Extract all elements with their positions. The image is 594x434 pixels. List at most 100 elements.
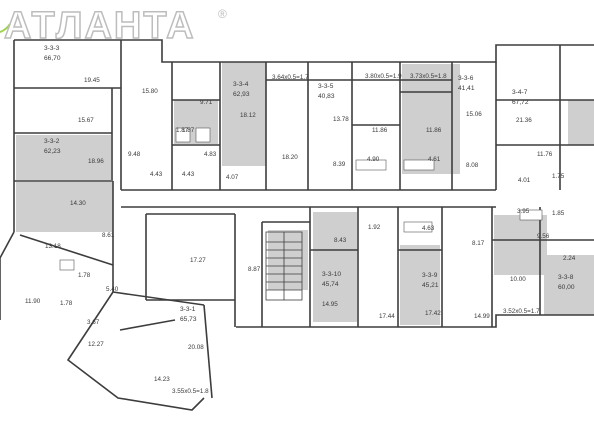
room-area: 1.75 [552, 173, 565, 180]
apartment-area: 66,70 [44, 55, 61, 62]
apartment-fill [222, 62, 266, 166]
room-area: 1.92 [368, 224, 381, 231]
apartment-code: 3-3-6 [458, 75, 474, 82]
room-area: 3.64x0.5=1.7 [272, 74, 309, 81]
room-area: 13.18 [45, 243, 61, 250]
outer-wall [0, 231, 15, 320]
apartment-area: 45,74 [322, 281, 339, 288]
apartment-code: 3-3-4 [233, 81, 249, 88]
bathtub-fixture [355, 159, 387, 171]
room-area: 4.90 [367, 156, 380, 163]
apartment-code: 3-3-8 [558, 274, 574, 281]
apartment-area: 40,83 [318, 93, 335, 100]
room-area: 3.73x0.5=1.8 [410, 73, 447, 80]
room-area: 3.55x0.5=1.8 [172, 388, 209, 395]
room-area: 20.08 [188, 344, 204, 351]
bathtub-fixture [195, 127, 211, 143]
room-area: 1.87 [176, 127, 189, 134]
apartment-area: 41,41 [458, 85, 475, 92]
outer-wall [66, 291, 205, 411]
room-area: 1.87 [182, 127, 195, 134]
apartment-area: 45,21 [422, 282, 439, 289]
room-area: 2.24 [563, 255, 576, 262]
room-area: 9.71 [200, 99, 213, 106]
apartment-fill [494, 215, 547, 275]
room-area: 11.86 [372, 127, 388, 134]
room-area: 11.90 [25, 298, 41, 305]
room-area: 11.86 [426, 127, 442, 134]
apartment-code: 3-4-7 [512, 89, 528, 96]
outer-wall [14, 39, 594, 63]
apartment-fill [16, 182, 113, 232]
outer-wall [236, 314, 594, 328]
apartment-area: 65,73 [180, 316, 197, 323]
apartment-fill [16, 135, 111, 180]
room-area: 17.27 [190, 257, 206, 264]
room-area: 8.87 [248, 266, 261, 273]
room-area: 4.43 [182, 171, 195, 178]
room-area: 10.00 [510, 276, 526, 283]
wall [119, 319, 176, 331]
room-area: 14.95 [322, 301, 338, 308]
apartment-fill [568, 100, 594, 145]
room-area: 18.96 [88, 158, 104, 165]
room-area: 9.56 [537, 233, 550, 240]
apartment-area: 62,23 [44, 148, 61, 155]
bathtub-fixture [403, 221, 433, 233]
stairwell [265, 231, 303, 301]
room-area: 8.61 [102, 232, 115, 239]
apartment-code: 3-3-10 [322, 271, 342, 278]
bathtub-fixture [59, 259, 75, 271]
room-area: 4.07 [226, 174, 239, 181]
apartment-area: 62,93 [233, 91, 250, 98]
room-area: 17.42 [425, 310, 441, 317]
room-area: 1.78 [78, 272, 91, 279]
room-area: 15.80 [142, 88, 158, 95]
apartment-area: 60,00 [558, 284, 575, 291]
room-area: 4.83 [204, 151, 217, 158]
room-area: 15.67 [78, 117, 94, 124]
apartment-code: 3-3-3 [44, 45, 60, 52]
bathtub-fixture [175, 127, 191, 143]
room-area: 15.06 [466, 111, 482, 118]
room-area: 3.52x0.5=1.7 [503, 308, 540, 315]
room-area: 4.61 [428, 156, 441, 163]
wall [19, 234, 114, 266]
room-area: 3.95 [517, 208, 530, 215]
room-area: 19.45 [84, 77, 100, 84]
apartment-fill [402, 64, 460, 174]
room-area: 11.76 [537, 151, 553, 158]
apartment-fill [544, 255, 594, 315]
room-area: 18.12 [240, 112, 256, 119]
room-area: 8.39 [333, 161, 346, 168]
room-area: 3.80x0.5=1.9 [365, 73, 402, 80]
room-area: 4.63 [422, 225, 435, 232]
apartment-fill [313, 212, 357, 322]
bathtub-fixture [403, 159, 435, 171]
apartment-fill [268, 230, 308, 290]
apartment-fill [400, 245, 440, 325]
room-area: 17.44 [379, 313, 395, 320]
room-area: 3.67 [87, 319, 100, 326]
room-area: 14.23 [154, 376, 170, 383]
apartment-code: 3-3-1 [180, 306, 196, 313]
room-area: 1.85 [552, 210, 565, 217]
apartment-code: 3-3-2 [44, 138, 60, 145]
room-area: 9.48 [128, 151, 141, 158]
accent-mark [0, 23, 11, 33]
room-area: 13.78 [333, 116, 349, 123]
apartment-area: 67,72 [512, 99, 529, 106]
room-area: 14.30 [70, 200, 86, 207]
room-area: 14.99 [474, 313, 490, 320]
wall [203, 304, 213, 399]
room-area: 18.20 [282, 154, 298, 161]
apartment-code: 3-3-9 [422, 272, 438, 279]
room-area: 12.27 [88, 341, 104, 348]
room-area: 8.08 [466, 162, 479, 169]
room-area: 4.43 [150, 171, 163, 178]
room-area: 1.78 [60, 300, 73, 307]
bathtub-fixture [519, 209, 543, 221]
room-area: 4.01 [518, 177, 531, 184]
